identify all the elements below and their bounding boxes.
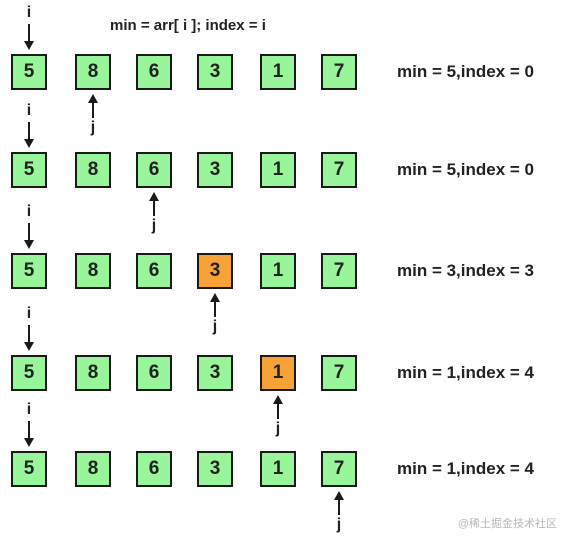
array-cell-min: 1 <box>260 355 296 391</box>
pointer-j-label: j <box>336 516 342 533</box>
array-cell: 7 <box>321 54 357 90</box>
array-cell: 1 <box>260 152 296 188</box>
pointer-i-label: i <box>26 401 32 418</box>
array-cell: 6 <box>136 451 172 487</box>
array-cell: 7 <box>321 152 357 188</box>
array-cell: 5 <box>11 451 47 487</box>
array-cell: 6 <box>136 253 172 289</box>
watermark: @稀土掘金技术社区 <box>457 518 557 530</box>
status-text: min = 5,index = 0 <box>397 62 535 81</box>
header-formula: min = arr[ i ]; index = i <box>110 17 266 34</box>
array-cell: 3 <box>197 355 233 391</box>
array-cell: 6 <box>136 152 172 188</box>
array-cell: 1 <box>260 54 296 90</box>
array-cell: 8 <box>75 355 111 391</box>
array-cell: 1 <box>260 253 296 289</box>
array-cell: 8 <box>75 152 111 188</box>
status-text: min = 3,index = 3 <box>397 261 535 280</box>
array-cell: 3 <box>197 451 233 487</box>
pointer-j-arrow <box>148 192 160 216</box>
array-cell: 1 <box>260 451 296 487</box>
array-cell: 5 <box>11 355 47 391</box>
array-cell: 8 <box>75 54 111 90</box>
status-text: min = 5,index = 0 <box>397 160 535 179</box>
pointer-i-label: i <box>26 203 32 220</box>
pointer-j-arrow <box>272 395 284 419</box>
array-cell: 5 <box>11 54 47 90</box>
array-cell: 5 <box>11 152 47 188</box>
pointer-i-label: i <box>26 305 32 322</box>
pointer-i-arrow <box>23 24 35 50</box>
array-cell: 6 <box>136 54 172 90</box>
pointer-i-arrow <box>23 421 35 447</box>
array-cell: 3 <box>197 54 233 90</box>
pointer-j-label: j <box>90 119 96 136</box>
status-text: min = 1,index = 4 <box>397 363 535 382</box>
pointer-i-label: i <box>26 102 32 119</box>
status-text: min = 1,index = 4 <box>397 459 535 478</box>
pointer-j-arrow <box>209 293 221 317</box>
array-cell: 8 <box>75 451 111 487</box>
pointer-i-arrow <box>23 122 35 148</box>
pointer-i-arrow <box>23 223 35 249</box>
array-cell: 8 <box>75 253 111 289</box>
pointer-i-arrow <box>23 325 35 351</box>
pointer-j-label: j <box>212 318 218 335</box>
array-cell: 5 <box>11 253 47 289</box>
pointer-j-label: j <box>275 420 281 437</box>
pointer-j-arrow <box>333 491 345 515</box>
array-cell: 3 <box>197 152 233 188</box>
pointer-j-arrow <box>87 94 99 118</box>
pointer-j-label: j <box>151 217 157 234</box>
array-cell: 6 <box>136 355 172 391</box>
array-cell: 7 <box>321 355 357 391</box>
array-cell: 7 <box>321 253 357 289</box>
array-cell: 7 <box>321 451 357 487</box>
array-cell-min: 3 <box>197 253 233 289</box>
pointer-i-label: i <box>26 4 32 21</box>
